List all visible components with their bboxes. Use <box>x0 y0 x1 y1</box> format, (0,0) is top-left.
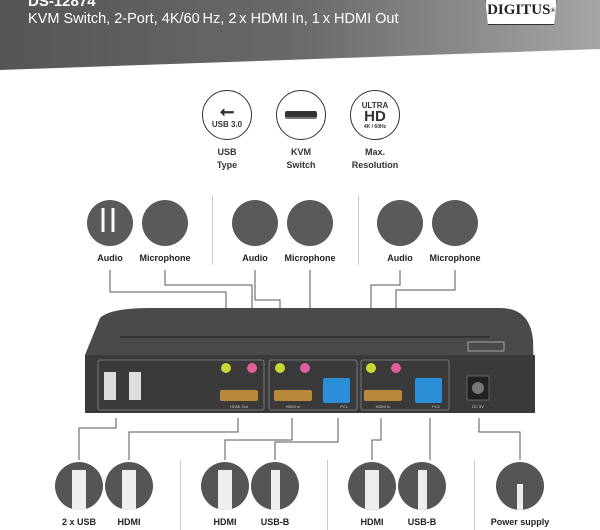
usb-b-cable-icon <box>398 462 446 510</box>
usb-b-cable-icon <box>251 462 299 510</box>
cable-label: HDMI <box>213 517 237 527</box>
hdmi-cable-icon <box>201 462 249 510</box>
port-label: PC1 <box>340 404 349 409</box>
divider <box>358 195 359 265</box>
front-panel <box>85 355 535 413</box>
usb-a-ports <box>104 372 141 400</box>
cable-label: USB-B <box>407 517 437 527</box>
power-plug-icon <box>496 462 544 510</box>
audio-port <box>221 363 231 373</box>
mic-port <box>391 363 401 373</box>
port-label: HDMI In <box>286 404 301 409</box>
divider <box>212 195 213 265</box>
hdmi-cable-icon <box>105 462 153 510</box>
audio-plug-icon <box>232 200 278 246</box>
device-logo <box>467 341 505 352</box>
audio-label: Audio <box>387 253 413 263</box>
port-label: HDMI Out <box>230 404 249 409</box>
microphone-plug-icon <box>142 200 188 246</box>
microphone-plug-icon <box>287 200 333 246</box>
cable-label: Power supply <box>490 517 550 527</box>
audio-plug-icon <box>377 200 423 246</box>
feature-resolution-label: Max.Resolution <box>351 147 399 170</box>
microphone-label: Microphone <box>429 253 481 263</box>
kvm-switch-icon <box>276 90 326 140</box>
audio-label: Audio <box>97 253 123 263</box>
mic-port <box>300 363 310 373</box>
product-subtitle: KVM Switch, 2-Port, 4K/60 Hz, 2 x HDMI I… <box>28 11 399 27</box>
divider <box>327 460 328 530</box>
port-label: HDMI In <box>376 404 391 409</box>
cable-label: HDMI <box>117 517 141 527</box>
port-label: PC2 <box>432 404 441 409</box>
usb-icon: ⭠ USB 3.0 <box>202 90 252 140</box>
divider <box>180 460 181 530</box>
hdmi-port <box>364 390 402 401</box>
microphone-plug-icon <box>432 200 478 246</box>
port-label: DC 5V <box>472 404 484 409</box>
microphone-label: Microphone <box>284 253 336 263</box>
audio-plug-icon <box>87 200 133 246</box>
divider <box>474 460 475 530</box>
ultra-hd-icon: ULTRA HD 4K / 60Hz <box>350 90 400 140</box>
usb-a-cable-icon <box>55 462 103 510</box>
model-number: DS-12874 <box>28 0 96 10</box>
cable-label: USB-B <box>260 517 290 527</box>
digitus-logo: DIGITUS® <box>485 0 557 25</box>
audio-port <box>366 363 376 373</box>
microphone-label: Microphone <box>139 253 191 263</box>
hdmi-cable-icon <box>348 462 396 510</box>
cable-label: 2 x USB <box>61 517 96 527</box>
hdmi-port <box>274 390 312 401</box>
cable-label: HDMI <box>360 517 384 527</box>
usb-b-port <box>323 378 350 403</box>
mic-port <box>247 363 257 373</box>
hdmi-port <box>220 390 258 401</box>
usb-b-port <box>415 378 442 403</box>
audio-port <box>275 363 285 373</box>
audio-label: Audio <box>242 253 268 263</box>
